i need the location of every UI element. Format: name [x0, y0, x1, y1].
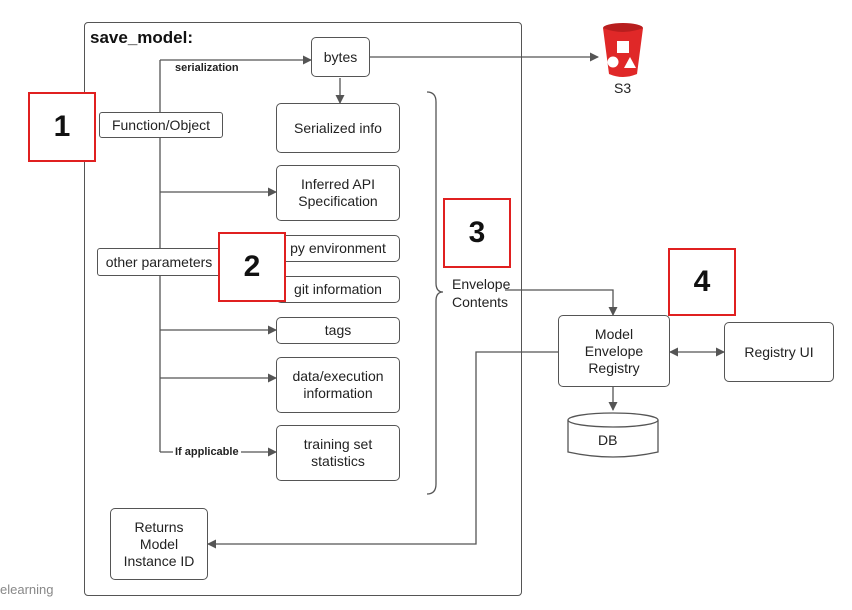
bytes-label: bytes [323, 48, 358, 65]
model-envelope-registry-box: Model Envelope Registry [558, 315, 670, 387]
data-execution-box: data/execution information [276, 357, 400, 413]
marker-2: 2 [218, 232, 286, 302]
registry-label-2: Envelope [584, 342, 644, 359]
tags-label: tags [324, 322, 352, 338]
git-information-box: git information [276, 276, 400, 303]
inferred-api-label-1: Inferred API [301, 176, 375, 192]
training-set-label-1: training set [303, 436, 373, 452]
other-parameters-box: other parameters [97, 248, 221, 276]
returns-label-1: Returns [134, 518, 184, 535]
envelope-contents-label: Envelope Contents [452, 275, 510, 311]
registry-ui-label: Registry UI [744, 343, 814, 360]
db-label: DB [598, 432, 618, 448]
s3-label: S3 [614, 80, 632, 96]
py-environment-label: py environment [290, 240, 386, 256]
envelope-contents-line-1: Envelope [452, 276, 511, 292]
marker-4: 4 [668, 248, 736, 316]
py-environment-box: py environment [276, 235, 400, 262]
serialization-label: serialization [175, 62, 239, 74]
serialized-info-label: Serialized info [294, 119, 382, 136]
inferred-api-label-2: Specification [298, 193, 378, 209]
marker-1: 1 [28, 92, 96, 162]
training-set-box: training set statistics [276, 425, 400, 481]
git-information-label: git information [294, 281, 382, 297]
bytes-box: bytes [311, 37, 370, 77]
registry-ui-box: Registry UI [724, 322, 834, 382]
inferred-api-box: Inferred API Specification [276, 165, 400, 221]
envelope-contents-line-2: Contents [452, 294, 509, 310]
returns-label-2: Model [139, 535, 179, 552]
marker-3: 3 [443, 198, 511, 268]
data-execution-label-1: data/execution [292, 368, 384, 384]
watermark: elearning [0, 582, 54, 597]
registry-label-1: Model [594, 325, 634, 342]
frame-title: save_model: [90, 28, 193, 47]
registry-label-3: Registry [588, 359, 640, 376]
function-object-label: Function/Object [111, 116, 211, 133]
serialized-info-box: Serialized info [276, 103, 400, 153]
returns-label-3: Instance ID [123, 552, 195, 569]
returns-box: Returns Model Instance ID [110, 508, 208, 580]
data-execution-label-2: information [303, 385, 373, 401]
s3-bucket-icon [603, 23, 643, 77]
function-object-box: Function/Object [99, 112, 223, 138]
if-applicable-label: If applicable [173, 446, 241, 458]
training-set-label-2: statistics [311, 453, 365, 469]
tags-box: tags [276, 317, 400, 344]
other-parameters-label: other parameters [105, 253, 213, 270]
